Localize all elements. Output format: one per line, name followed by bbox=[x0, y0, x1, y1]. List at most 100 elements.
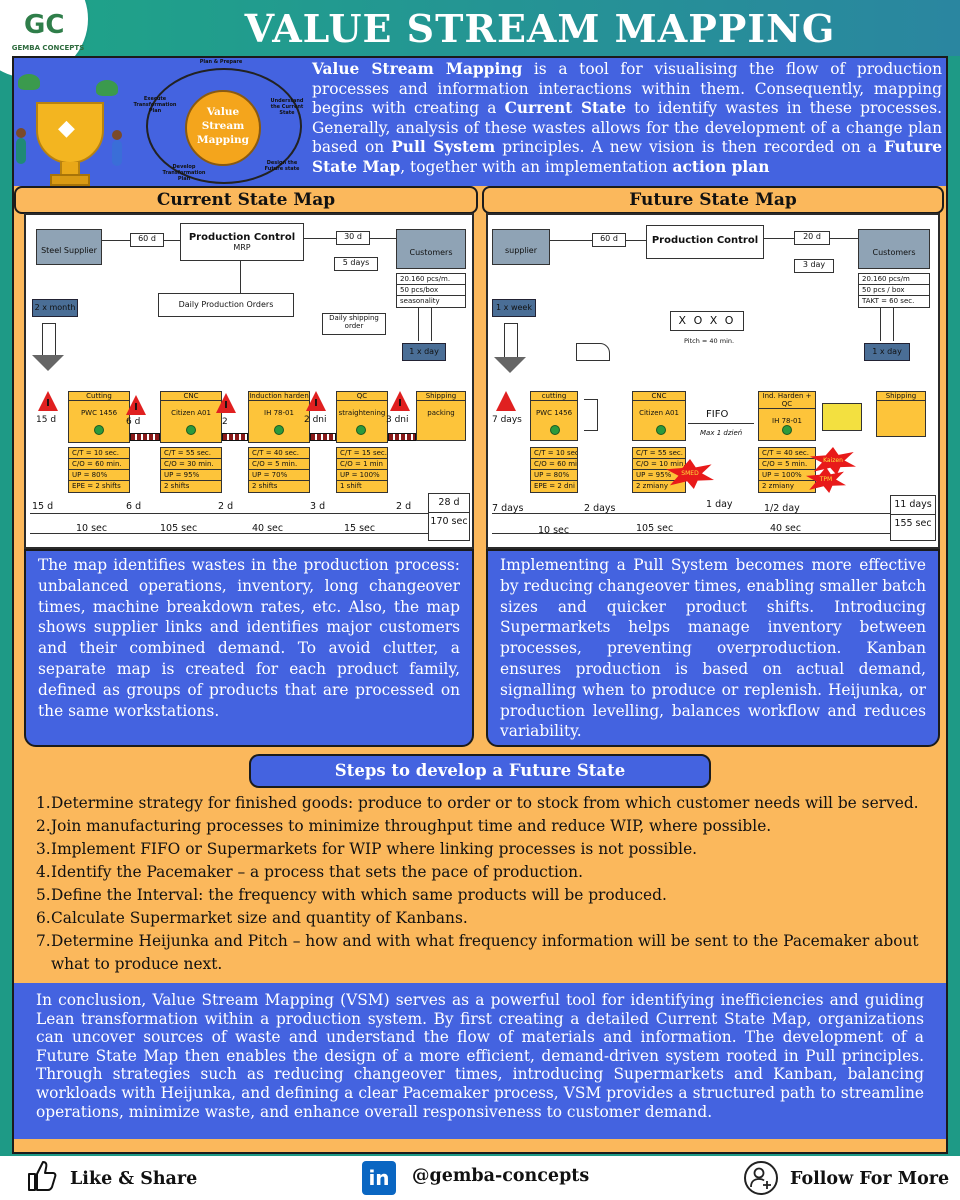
like-share-label[interactable]: Like & Share bbox=[70, 1169, 198, 1189]
process-data-item: UP = 100% bbox=[759, 470, 815, 481]
follow-label[interactable]: Follow For More bbox=[790, 1169, 950, 1189]
total-days: 11 days bbox=[891, 496, 935, 515]
inbound-frequency: 2 x month bbox=[34, 303, 76, 312]
process-data-box: C/T = 55 sec.C/O = 30 min.UP = 95%2 shif… bbox=[160, 447, 222, 493]
step-text: Determine Heijunka and Pitch – how and w… bbox=[51, 932, 919, 973]
process-data-box: C/T = 40 sec.C/O = 5 min.UP = 100%2 zmia… bbox=[758, 447, 816, 493]
step-item: 3.Implement FIFO or Supermarkets for WIP… bbox=[36, 838, 936, 861]
plant-icon bbox=[18, 74, 40, 90]
outbound-truck-icon: 1 x day bbox=[864, 343, 910, 361]
supplier-label: supplier bbox=[504, 246, 538, 255]
add-user-icon[interactable] bbox=[744, 1161, 778, 1195]
fifo-sublabel: Max 1 dzień bbox=[700, 429, 743, 437]
inventory-triangle-icon bbox=[390, 391, 410, 411]
linkedin-icon[interactable]: in bbox=[362, 1161, 396, 1195]
linkedin-handle[interactable]: @gemba-concepts bbox=[412, 1166, 590, 1186]
cycle-step-label: Understand the Current State bbox=[270, 98, 304, 116]
inventory-label: 6 d bbox=[126, 417, 141, 427]
future-state-description: Implementing a Pull System becomes more … bbox=[486, 549, 940, 747]
process-data-item: C/O = 60 min. bbox=[69, 459, 129, 470]
operator-icon bbox=[274, 425, 284, 435]
step-text: Calculate Supermarket size and quantity … bbox=[51, 909, 468, 927]
timeline-line bbox=[492, 513, 890, 514]
diamond-icon: ◆ bbox=[58, 116, 75, 141]
info-line bbox=[304, 238, 336, 239]
thumbs-up-icon[interactable] bbox=[26, 1159, 58, 1193]
timeline-days: 2 days bbox=[584, 503, 616, 514]
customer-sub-days: 5 days bbox=[334, 257, 378, 271]
inventory-label: 7 days bbox=[492, 415, 522, 425]
process-data-item: C/O = 1 min bbox=[337, 459, 387, 470]
outbound-frequency: 1 x day bbox=[872, 347, 902, 356]
kaizen-burst-icon: Kaizen bbox=[810, 447, 856, 475]
inventory-mark: I bbox=[314, 398, 318, 409]
future-state-map: supplier 60 d Production Control 20 d 3 … bbox=[486, 213, 940, 549]
kanban-post-icon bbox=[576, 343, 610, 361]
step-number: 4. bbox=[36, 863, 51, 881]
cycle-step-label: Execute Transformation Plan bbox=[133, 96, 177, 114]
process-machine: PWC 1456 bbox=[80, 409, 118, 417]
production-control-box: Production Control bbox=[646, 225, 764, 259]
shipment-arrow-icon bbox=[32, 355, 64, 371]
step-item: 1.Determine strategy for finished goods:… bbox=[36, 792, 936, 815]
customer-label: Customers bbox=[872, 248, 916, 257]
process-name: Induction harden bbox=[249, 392, 309, 401]
person-icon bbox=[112, 130, 122, 140]
customer-data-item: 50 pcs / box bbox=[859, 285, 929, 296]
cycle-center: Value Stream Mapping bbox=[185, 90, 261, 166]
info-line bbox=[164, 240, 180, 241]
operator-icon bbox=[94, 425, 104, 435]
shipment-arrow-icon bbox=[418, 307, 432, 341]
inventory-mark: I bbox=[134, 402, 138, 413]
customer-days: 30 d bbox=[336, 231, 370, 245]
timeline-days: 2 d bbox=[218, 501, 234, 512]
process-machine: straightening bbox=[338, 409, 386, 417]
process-data-box: C/T = 40 sec.C/O = 5 min.UP = 70%2 shift… bbox=[248, 447, 310, 493]
process-data-box: C/T = 10 sec.C/O = 60 min.UP = 80%EPE = … bbox=[530, 447, 578, 493]
timeline-total: 11 days 155 sec bbox=[890, 495, 936, 541]
process-machine: Citizen A01 bbox=[171, 409, 211, 417]
shipment-arrow-icon bbox=[504, 323, 518, 357]
step-text: Identify the Pacemaker – a process that … bbox=[51, 863, 583, 881]
customer-sub-days: 3 day bbox=[794, 259, 834, 273]
supplier-factory-icon: supplier bbox=[492, 229, 550, 265]
process-machine: IH 78-01 bbox=[264, 409, 294, 417]
timeline-days: 6 d bbox=[126, 501, 142, 512]
timeline-days: 7 days bbox=[492, 503, 524, 514]
inventory-triangle-icon bbox=[216, 393, 236, 413]
process-box: Induction harden IH 78-01 bbox=[248, 391, 310, 443]
customer-label: Customers bbox=[409, 248, 453, 257]
process-data-item: C/O = 30 min. bbox=[161, 459, 221, 470]
timeline-secs: 10 sec bbox=[538, 525, 570, 536]
timeline-secs: 105 sec bbox=[160, 523, 198, 534]
timeline-secs: 40 sec bbox=[770, 523, 802, 534]
inventory-triangle-icon bbox=[126, 395, 146, 415]
header-bar bbox=[0, 0, 960, 56]
inventory-mark: I bbox=[398, 398, 402, 409]
step-item: 2.Join manufacturing processes to minimi… bbox=[36, 815, 936, 838]
process-data-item: 2 shifts bbox=[164, 482, 190, 490]
inventory-label: 3 dni bbox=[386, 415, 409, 425]
total-secs: 155 sec bbox=[894, 518, 932, 529]
process-data-item: 2 shifts bbox=[252, 482, 278, 490]
process-data-item: UP = 95% bbox=[161, 470, 221, 481]
push-arrow-icon bbox=[388, 433, 416, 441]
supplier-label: Steel Supplier bbox=[41, 246, 97, 255]
step-number: 7. bbox=[36, 932, 51, 950]
steps-list: 1.Determine strategy for finished goods:… bbox=[36, 792, 936, 976]
logo-mark: GC bbox=[24, 10, 65, 40]
timeline-line bbox=[30, 513, 428, 514]
inventory-mark: I bbox=[46, 398, 50, 409]
process-data-item: C/T = 55 sec. bbox=[161, 448, 221, 459]
inventory-triangle-icon bbox=[306, 391, 326, 411]
daily-production-orders: Daily Production Orders bbox=[158, 293, 294, 317]
operator-icon bbox=[782, 425, 792, 435]
process-name: Ind. Harden + QC bbox=[759, 392, 815, 409]
operator-icon bbox=[656, 425, 666, 435]
inventory-label: 2 dni bbox=[304, 415, 327, 425]
process-name: Shipping bbox=[417, 392, 465, 401]
